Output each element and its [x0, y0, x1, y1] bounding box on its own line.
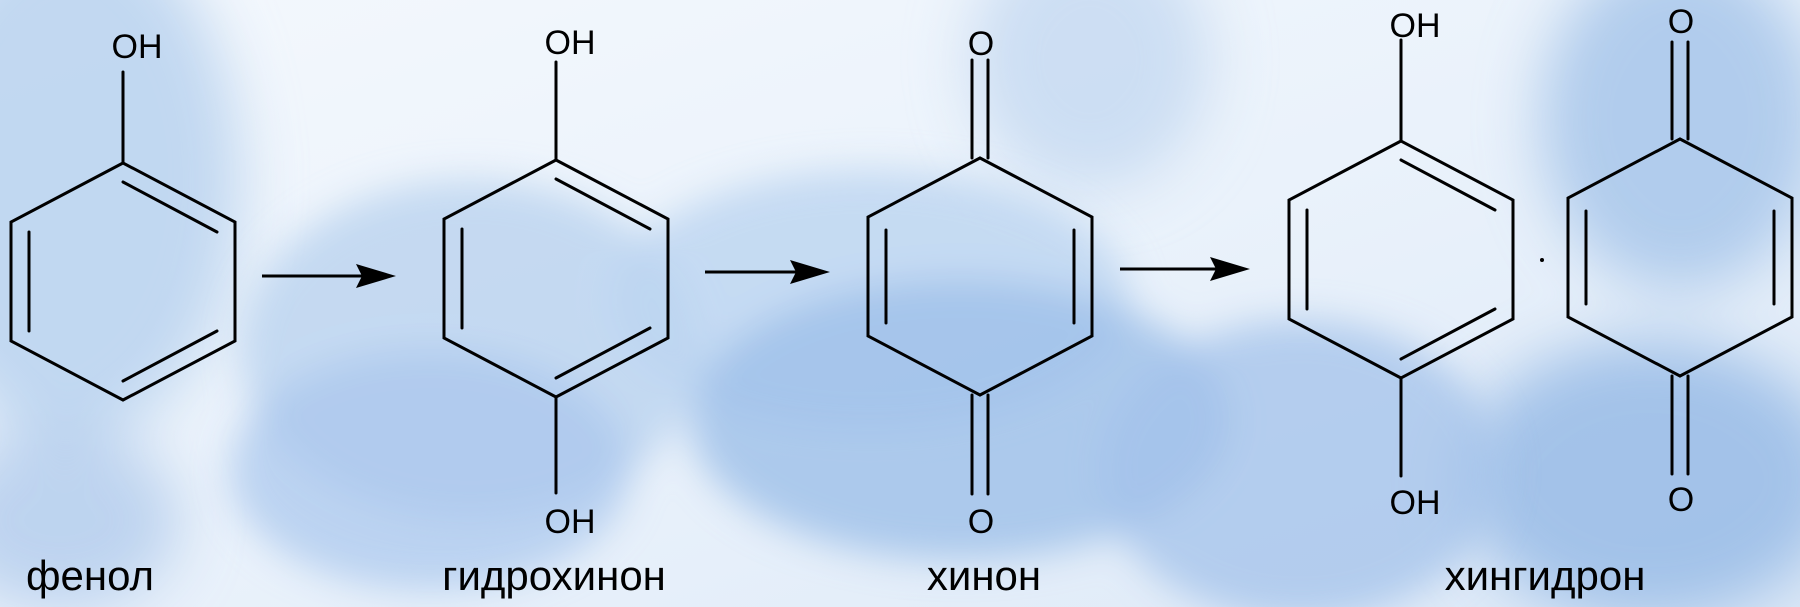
hydroquinone-structure: [442, 60, 670, 495]
reaction-arrow-1: [262, 264, 396, 288]
quinhydrone-caption: хингидрон: [1444, 552, 1646, 599]
reaction-arrow-3: [1120, 257, 1250, 281]
hydroquinone-caption: гидрохинон: [442, 552, 666, 599]
quinhydrone-separator-dot: [1540, 258, 1544, 262]
quinhydrone-hydroquinone-part: [1287, 38, 1515, 478]
quinhydrone-top-oh-label: OH: [1390, 7, 1441, 45]
reaction-arrow-2: [705, 260, 830, 284]
phenol-caption: фенол: [25, 552, 155, 599]
quinhydrone-bottom-oh-label: OH: [1390, 484, 1441, 522]
quinhydrone-quinone-part: [1566, 40, 1794, 476]
quinhydrone-top-o-label: O: [1668, 3, 1694, 41]
quinhydrone-bottom-o-label: O: [1668, 481, 1694, 519]
quinone-bottom-o-label: O: [968, 503, 994, 541]
phenol-oh-label: OH: [112, 28, 163, 66]
hydroquinone-bottom-oh-label: OH: [545, 503, 596, 541]
hydroquinone-top-oh-label: OH: [545, 24, 596, 62]
quinone-structure: [866, 58, 1094, 496]
quinone-top-o-label: O: [968, 25, 994, 63]
quinone-caption: хинон: [926, 552, 1042, 599]
phenol-structure: [9, 70, 237, 402]
